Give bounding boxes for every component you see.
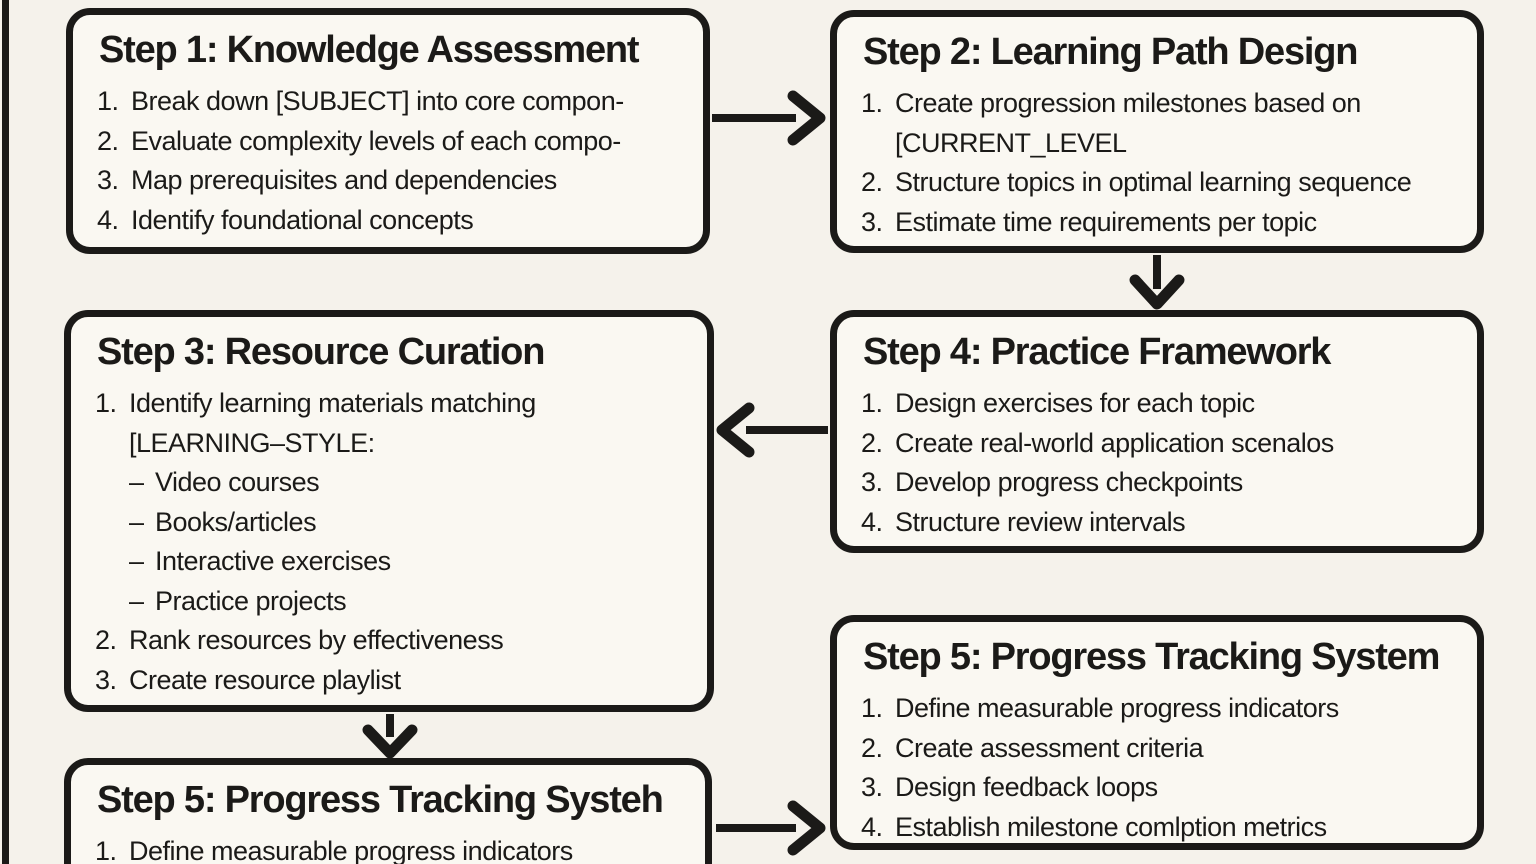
step5-right-item-list: 1. Define measurable progress indicators 2…: [861, 689, 1461, 844]
item-marker: 4.: [97, 204, 119, 235]
step5-progress-tracking-box-bottom: Step 5: Progress Tracking Systeh 1. Defin…: [64, 758, 712, 864]
step4-practice-framework-box: Step 4: Practice Framework 1. Design exer…: [830, 310, 1484, 553]
item-text: Books/articles: [155, 506, 317, 537]
list-item: [LEARNING–STYLE:: [95, 424, 691, 464]
item-text: Practice projects: [155, 585, 347, 616]
list-item: 1. Create progression milestones based on: [861, 84, 1461, 124]
step2-learning-path-design-box: Step 2: Learning Path Design 1. Create pr…: [830, 10, 1484, 253]
list-item: 3. Develop progress checkpoints: [861, 463, 1461, 503]
item-text: [CURRENT_LEVEL: [895, 127, 1127, 158]
canvas-left-edge-line: [2, 0, 9, 864]
item-text: Create real-world application scenalos: [895, 427, 1334, 458]
item-text: Design feedback loops: [895, 772, 1158, 802]
item-text: Map prerequisites and dependencies: [131, 165, 557, 195]
item-marker: 1.: [95, 836, 117, 864]
item-text: Evaluate complexity levels of each compo…: [131, 125, 621, 156]
list-item: 2. Rank resources by effectiveness: [95, 621, 691, 661]
item-marker: 4.: [861, 506, 883, 537]
item-marker: –: [129, 506, 144, 537]
item-marker: 2.: [97, 125, 119, 156]
item-marker: 3.: [95, 664, 117, 695]
step1-knowledge-assessment-box: Step 1: Knowledge Assessment 1. Break dow…: [66, 8, 710, 254]
step1-item-list: 1. Break down [SUBJECT] into core compon-…: [97, 82, 687, 240]
item-text: Develop progress checkpoints: [895, 467, 1243, 497]
item-marker: 1.: [97, 86, 119, 116]
list-item: 4. Identify foundational concepts: [97, 201, 687, 241]
item-marker: 2.: [861, 732, 883, 763]
step3-item-list: 1. Identify learning materials matching [L…: [95, 384, 691, 700]
item-text: Video courses: [155, 467, 320, 497]
item-marker: 1.: [861, 388, 883, 418]
list-item: –Interactive exercises: [95, 542, 691, 582]
item-marker: –: [129, 467, 144, 497]
item-text: Estimate time requirements per topic: [895, 206, 1317, 237]
step1-title: Step 1: Knowledge Assessment: [99, 29, 640, 71]
list-item: 2. Create assessment criteria: [861, 729, 1461, 769]
list-item: –Video courses: [95, 463, 691, 503]
list-item: 2. Create real-world application scenalos: [861, 424, 1461, 464]
list-item: 3. Design feedback loops: [861, 768, 1461, 808]
list-item: 1. Define measurable progress indicators: [95, 832, 689, 864]
list-item: 4. Establish milestone comlption metrics: [861, 808, 1461, 844]
step5-bottom-item-list: 1. Define measurable progress indicators: [95, 832, 689, 864]
step5-bottom-title: Step 5: Progress Tracking Systeh: [97, 779, 664, 821]
item-marker: 3.: [861, 467, 883, 497]
list-item: 2. Structure topics in optimal learning s…: [861, 163, 1461, 203]
item-text: Structure topics in optimal learning seq…: [895, 167, 1412, 197]
arrow-step2-to-step4: [1129, 255, 1185, 310]
item-marker: 3.: [861, 206, 883, 237]
item-marker: 4.: [861, 811, 883, 842]
item-text: Establish milestone comlption metrics: [895, 811, 1327, 842]
item-marker: 3.: [97, 165, 119, 195]
item-text: Define measurable progress indicators: [895, 693, 1339, 723]
item-text: [LEARNING–STYLE:: [129, 427, 375, 458]
step4-item-list: 1. Design exercises for each topic 2. Creat…: [861, 384, 1461, 542]
list-item: 1. Identify learning materials matching: [95, 384, 691, 424]
list-item: 1. Design exercises for each topic: [861, 384, 1461, 424]
item-marker: 2.: [95, 625, 117, 655]
list-item: 3. Create resource playlist: [95, 661, 691, 701]
item-marker: 1.: [861, 693, 883, 723]
list-item: 3. Estimate time requirements per topic: [861, 203, 1461, 243]
item-marker: 2.: [861, 167, 883, 197]
arrow-step4-to-step3: [716, 402, 828, 458]
item-text: Create assessment criteria: [895, 732, 1204, 763]
item-text: Define measurable progress indicators: [129, 836, 573, 864]
list-item: 1. Define measurable progress indicators: [861, 689, 1461, 729]
list-item: [CURRENT_LEVEL: [861, 124, 1461, 164]
item-marker: –: [129, 585, 144, 616]
step4-title: Step 4: Practice Framework: [863, 331, 1331, 373]
arrow-step5-bottom-to-step5-right: [716, 800, 826, 856]
list-item: 1. Break down [SUBJECT] into core compon-: [97, 82, 687, 122]
step5-progress-tracking-box-right: Step 5: Progress Tracking System 1. Defin…: [830, 615, 1484, 850]
item-text: Interactive exercises: [155, 546, 391, 576]
step3-title: Step 3: Resource Curation: [97, 331, 545, 373]
item-text: Identify foundational concepts: [131, 204, 474, 235]
item-marker: 1.: [95, 388, 117, 418]
item-text: Design exercises for each topic: [895, 388, 1255, 418]
list-item: 4. Structure review intervals: [861, 503, 1461, 543]
item-marker: 2.: [861, 427, 883, 458]
item-text: Structure review intervals: [895, 506, 1186, 537]
item-marker: –: [129, 546, 144, 576]
item-marker: [861, 124, 895, 164]
step3-resource-curation-box: Step 3: Resource Curation 1. Identify lea…: [64, 310, 714, 712]
item-text: Break down [SUBJECT] into core compon-: [131, 86, 624, 116]
item-text: Create resource playlist: [129, 664, 401, 695]
step2-title: Step 2: Learning Path Design: [863, 31, 1358, 73]
list-item: –Practice projects: [95, 582, 691, 622]
list-item: –Books/articles: [95, 503, 691, 543]
step5-right-title: Step 5: Progress Tracking System: [863, 636, 1440, 678]
item-marker: [95, 424, 129, 464]
item-marker: 3.: [861, 772, 883, 802]
arrow-step1-to-step2: [712, 90, 826, 146]
list-item: 2. Evaluate complexity levels of each com…: [97, 122, 687, 162]
item-marker: 1.: [861, 88, 883, 118]
item-text: Create progression milestones based on: [895, 88, 1361, 118]
step2-item-list: 1. Create progression milestones based on…: [861, 84, 1461, 242]
item-text: Rank resources by effectiveness: [129, 625, 504, 655]
list-item: 3. Map prerequisites and dependencies: [97, 161, 687, 201]
arrow-step3-to-step5-bottom: [362, 714, 418, 759]
item-text: Identify learning materials matching: [129, 388, 536, 418]
